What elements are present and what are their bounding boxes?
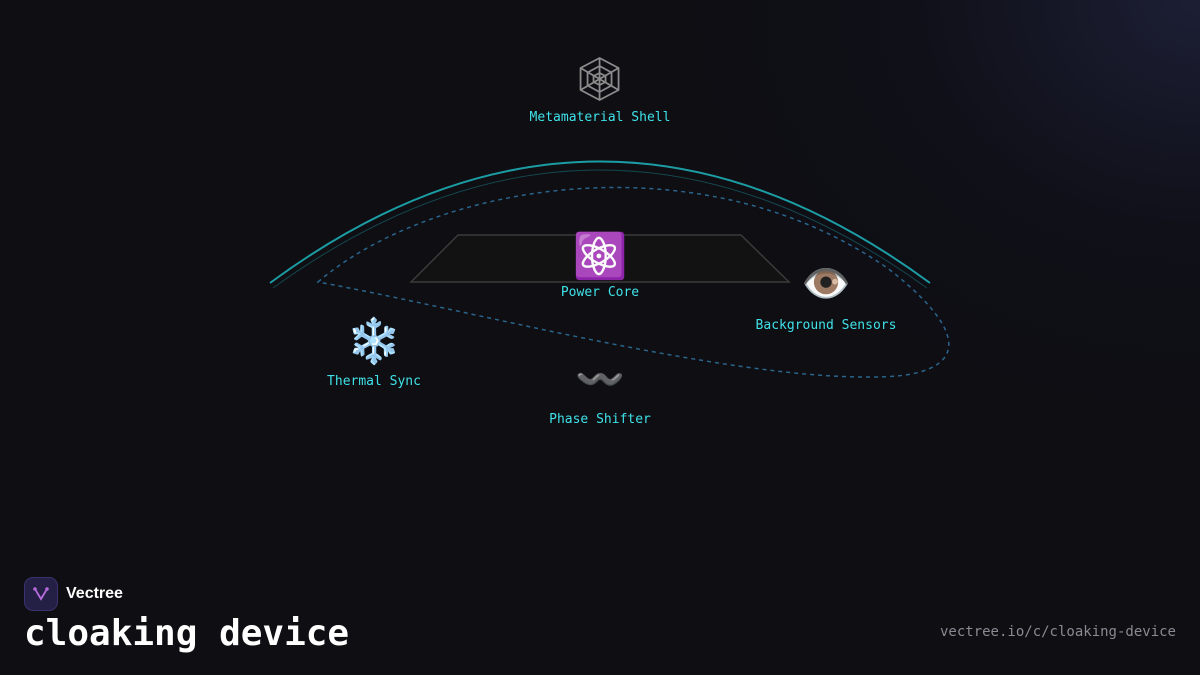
brand[interactable]: Vectree [24, 577, 123, 611]
node-thermal-sync[interactable]: ❄️ Thermal Sync [327, 316, 421, 390]
wavy-dash-icon: 〰️ [575, 357, 625, 403]
cloak-inner-arc [272, 169, 928, 289]
web-icon [530, 56, 671, 102]
vectree-logo-icon [24, 577, 58, 611]
brand-name: Vectree [66, 585, 123, 602]
node-label: Phase Shifter [549, 412, 651, 427]
node-label: Thermal Sync [327, 374, 421, 389]
cloak-outer-arc [269, 160, 931, 284]
page-url[interactable]: vectree.io/c/cloaking-device [939, 624, 1176, 640]
node-label: Metamaterial Shell [529, 110, 671, 125]
device-platform [409, 234, 791, 283]
node-background-sensors[interactable]: 👁️ Background Sensors [756, 264, 897, 333]
dashed-orbit [316, 186, 950, 378]
eye-icon: 👁️ [801, 261, 851, 307]
node-label: Power Core [560, 285, 640, 300]
node-power-core[interactable]: ⚛️ Power Core [560, 231, 640, 301]
node-phase-shifter[interactable]: 〰️ Phase Shifter [549, 360, 651, 427]
node-label: Background Sensors [755, 318, 897, 333]
snowflake-icon: ❄️ [346, 316, 402, 367]
node-metamaterial-shell[interactable]: Metamaterial Shell [529, 56, 671, 125]
atom-icon: ⚛️ [572, 231, 628, 282]
page-title: cloaking device [24, 613, 350, 654]
